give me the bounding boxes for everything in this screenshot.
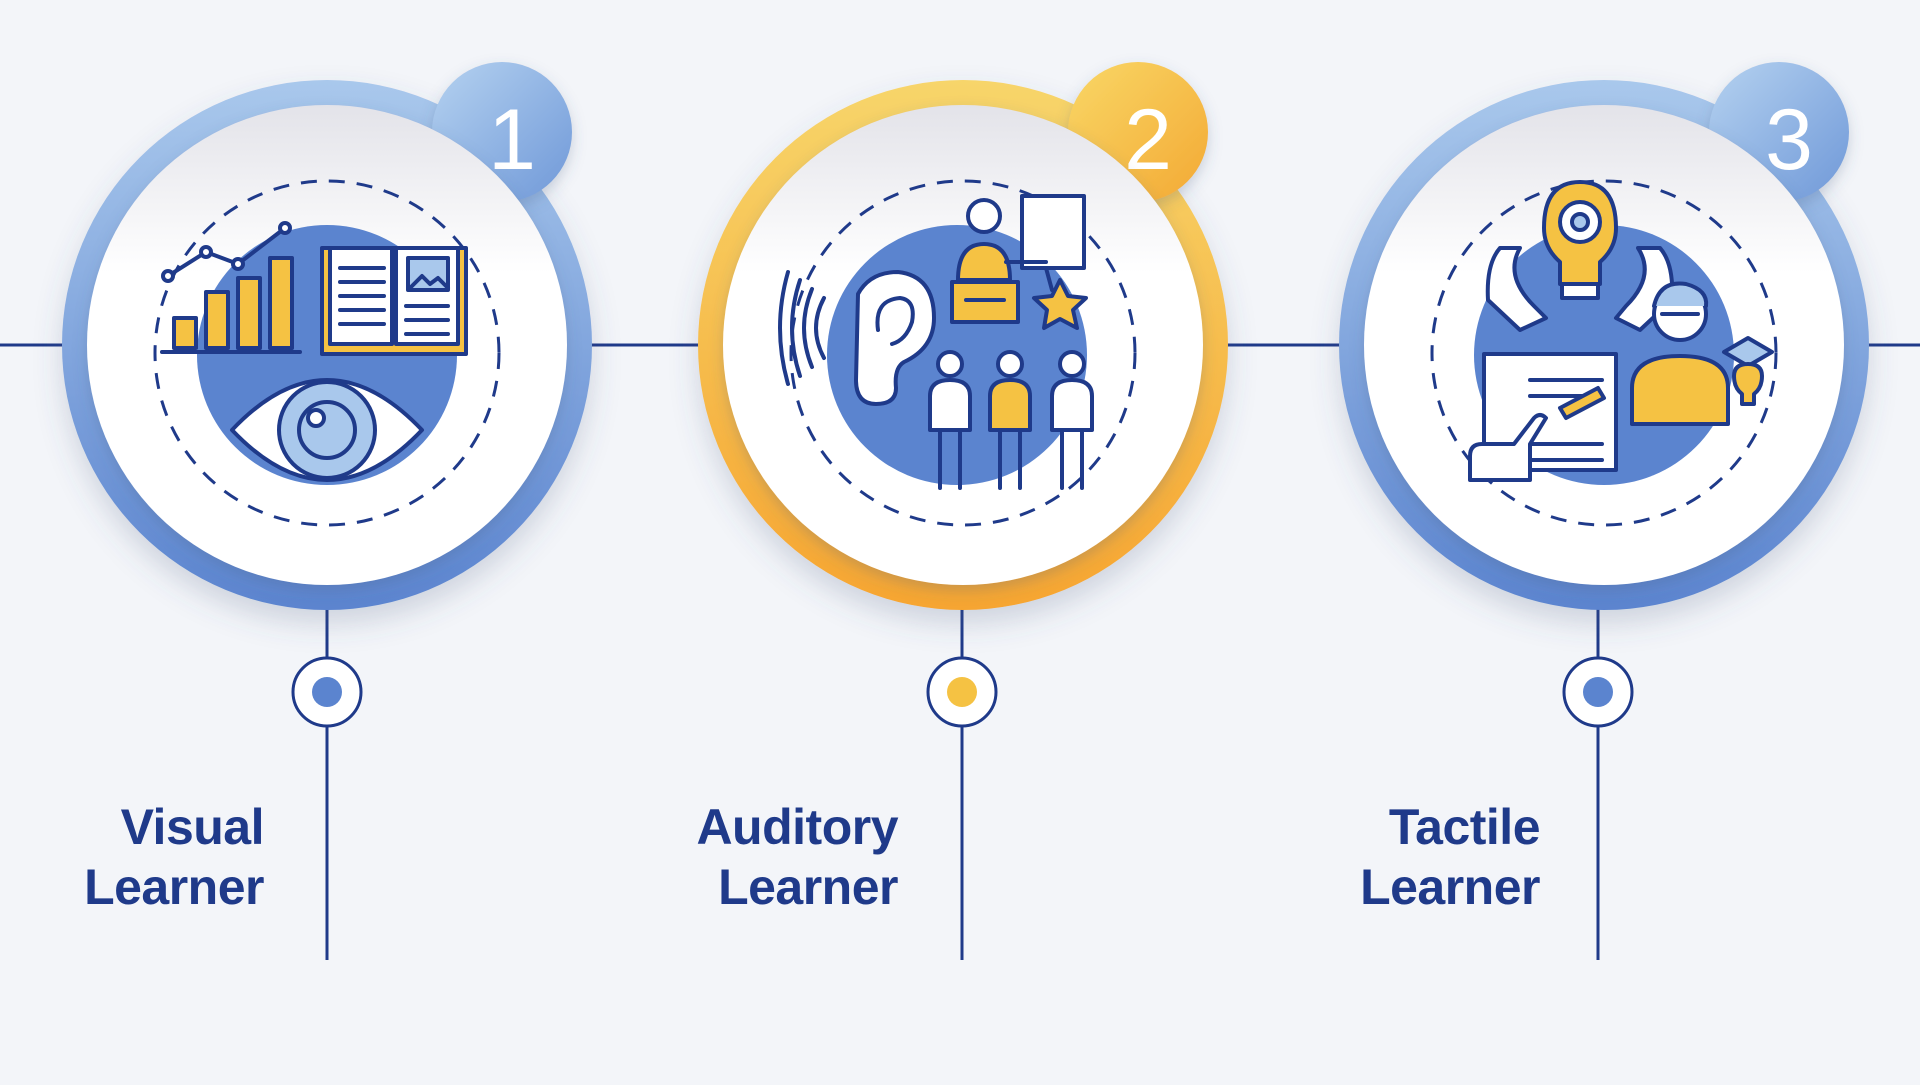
step-2-icons — [778, 194, 1094, 490]
sound-wave — [802, 287, 814, 369]
star-shape — [1032, 278, 1088, 330]
step-1-dashed-ring — [153, 179, 501, 527]
ear-inner — [875, 296, 915, 346]
step-1-label: Visual Learner — [0, 797, 264, 917]
step-2-label: Auditory Learner — [578, 797, 898, 917]
bulb-base — [1560, 282, 1600, 300]
sound-wave — [790, 278, 802, 378]
grad-bulb — [1732, 362, 1764, 406]
bar-chart-bar — [268, 256, 294, 350]
person-body — [1050, 378, 1094, 432]
step-1-node-dot — [312, 677, 342, 707]
ear-icon — [854, 270, 936, 406]
star-icon — [1032, 278, 1088, 330]
step-1-number: 1 — [488, 92, 536, 188]
bar-chart-point — [199, 245, 213, 259]
open-book-icon — [320, 246, 468, 356]
lightbulb-gear-icon — [1542, 180, 1618, 300]
person-head — [1058, 350, 1086, 378]
bar-chart-icon — [160, 221, 302, 354]
step-2-number: 2 — [1124, 92, 1172, 188]
student-hair — [1652, 281, 1709, 308]
step-2-title-line1: Auditory — [696, 799, 898, 855]
pointing-hand-icon — [1468, 413, 1548, 482]
sound-wave — [814, 296, 826, 360]
step-1-title-line2: Learner — [84, 859, 264, 915]
ear-outline — [854, 270, 936, 406]
book-picture-mountain — [408, 274, 450, 290]
step-2: 2 — [698, 62, 1228, 960]
pointing-hand-shape — [1468, 413, 1548, 482]
student-icon — [1630, 281, 1730, 426]
step-3-icons — [1468, 180, 1774, 482]
step-3-title-line2: Learner — [1360, 859, 1540, 915]
step-1: 1 — [62, 62, 592, 960]
lecturer-head — [966, 198, 1002, 234]
bar-chart-point — [161, 269, 175, 283]
person-body — [928, 378, 972, 432]
bar-chart-trend — [166, 226, 287, 278]
student-body — [1630, 354, 1730, 426]
bar-chart-bar — [172, 316, 198, 350]
step-3-node-dot — [1583, 677, 1613, 707]
step-3-dashed-ring — [1430, 179, 1778, 527]
step-1-title-line1: Visual — [120, 799, 265, 855]
step-3-number: 3 — [1765, 92, 1813, 188]
lecturer-icon — [950, 194, 1086, 324]
left-hand — [1485, 246, 1548, 332]
step-3-title-line1: Tactile — [1388, 799, 1541, 855]
lecturer-body — [956, 242, 1012, 282]
eye-highlight — [306, 408, 326, 428]
step-2-node-dot — [947, 677, 977, 707]
person-head — [996, 350, 1024, 378]
sound-waves-icon — [778, 270, 826, 386]
pencil — [1558, 386, 1606, 420]
graduation-bulb-icon — [1722, 336, 1774, 406]
eye-pupil-ring — [297, 400, 357, 460]
bar-chart-point — [231, 257, 245, 271]
step-1-icons — [160, 221, 468, 482]
eye-icon — [230, 378, 424, 482]
bar-chart-bar — [236, 276, 262, 350]
step-3-label: Tactile Learner — [1220, 797, 1540, 917]
step-3: 3 — [1339, 62, 1869, 960]
grad-cap — [1722, 336, 1774, 368]
person-head — [936, 350, 964, 378]
person-body — [988, 378, 1032, 432]
whiteboard — [1020, 194, 1086, 270]
bar-chart-point — [278, 221, 292, 235]
pointer — [1044, 266, 1054, 292]
bar-chart-bar — [204, 290, 230, 350]
step-2-title-line2: Learner — [718, 859, 898, 915]
audience-icon — [928, 350, 1094, 490]
gear-hub — [1570, 212, 1590, 232]
step-2-dashed-ring — [789, 179, 1137, 527]
sound-wave — [778, 270, 790, 386]
